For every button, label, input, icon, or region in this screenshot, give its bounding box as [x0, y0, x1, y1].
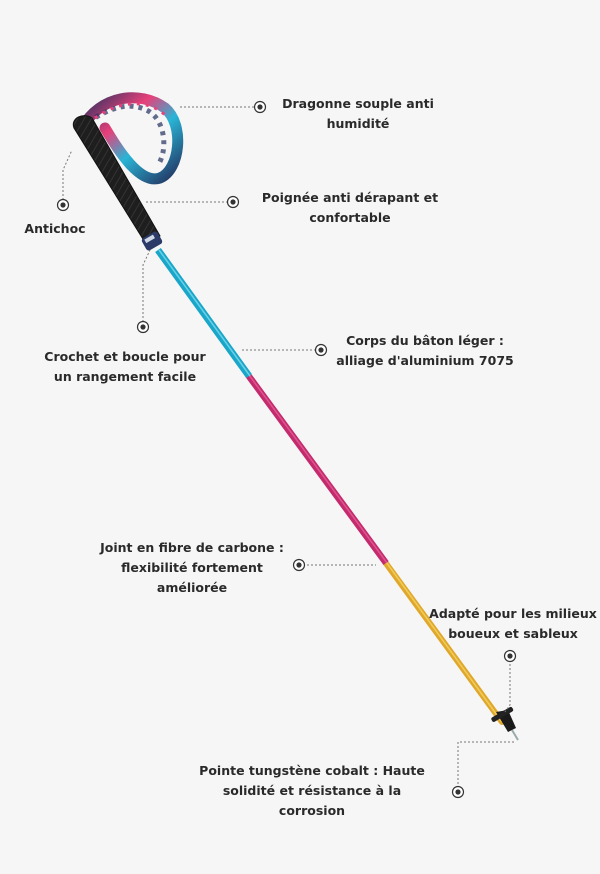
- label-pointe: Pointe tungstène cobalt : Haute solidité…: [199, 761, 425, 821]
- label-adapte-line2: boueux et sableux: [448, 626, 578, 641]
- label-crochet: Crochet et boucle pour un rangement faci…: [44, 347, 205, 387]
- callout-markers: [56, 100, 517, 799]
- label-poignee-line2: confortable: [309, 210, 391, 225]
- label-pointe-line1: Pointe tungstène cobalt : Haute: [199, 763, 425, 778]
- label-dragonne: Dragonne souple anti humidité: [282, 94, 434, 134]
- label-antichoc: Antichoc: [24, 219, 85, 239]
- leader-lines: [62, 106, 514, 788]
- label-corps: Corps du bâton léger : alliage d'alumini…: [336, 331, 513, 371]
- label-antichoc-line1: Antichoc: [24, 221, 86, 236]
- label-joint-line1: Joint en fibre de carbone :: [100, 540, 284, 555]
- grip: [72, 115, 163, 251]
- upper-shaft: [155, 247, 252, 379]
- label-pointe-line3: corrosion: [278, 803, 346, 818]
- label-corps-line1: Corps du bâton léger :: [346, 333, 504, 348]
- label-joint-line3: améliorée: [156, 580, 228, 595]
- label-adapte-line1: Adapté pour les milieux: [429, 606, 597, 621]
- label-crochet-line2: un rangement facile: [53, 369, 197, 384]
- middle-shaft: [245, 373, 389, 565]
- label-adapte: Adapté pour les milieux boueux et sableu…: [429, 604, 597, 644]
- label-dragonne-line2: humidité: [326, 116, 390, 131]
- label-joint-line2: flexibilité fortement: [121, 560, 263, 575]
- label-poignee: Poignée anti dérapant et confortable: [262, 188, 438, 228]
- label-poignee-line1: Poignée anti dérapant et: [261, 190, 439, 205]
- label-joint: Joint en fibre de carbone : flexibilité …: [100, 538, 284, 598]
- label-corps-line2: alliage d'aluminium 7075: [336, 353, 514, 368]
- label-dragonne-line1: Dragonne souple anti: [282, 96, 434, 111]
- label-crochet-line1: Crochet et boucle pour: [44, 349, 206, 364]
- label-pointe-line2: solidité et résistance à la: [222, 783, 402, 798]
- wrist-strap: [76, 92, 184, 185]
- pole-tip: [491, 707, 519, 741]
